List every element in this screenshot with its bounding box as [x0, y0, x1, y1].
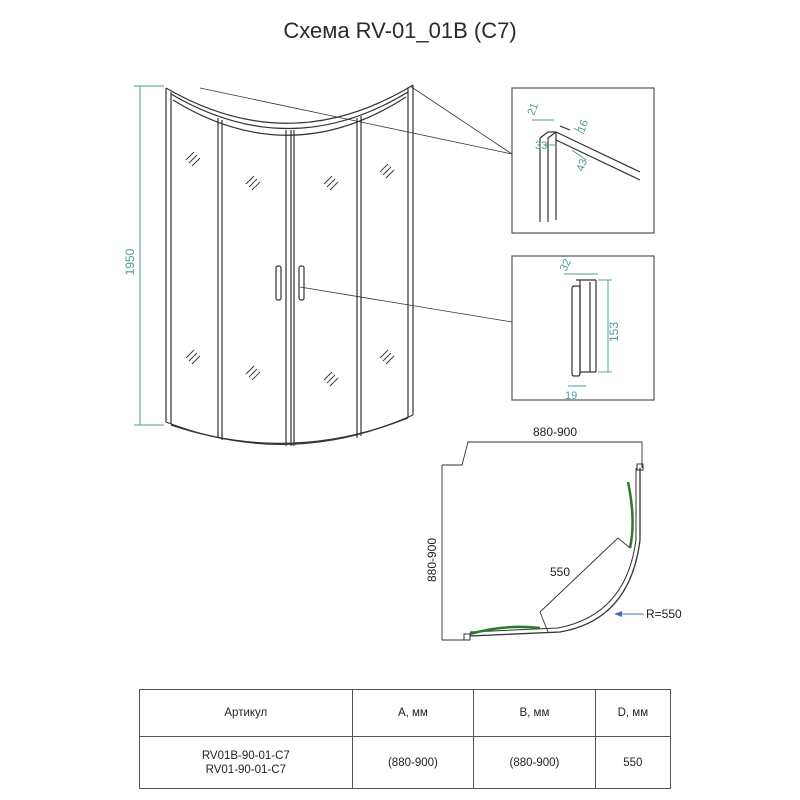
- header-d: D, мм: [594, 689, 672, 737]
- handle-detail: 32 153 19: [511, 255, 655, 402]
- table-row: RV01B-90-01-C7 RV01-90-01-C7 (880-900) (…: [139, 736, 672, 789]
- table-header-row: Артикул А, мм В, мм D, мм: [139, 689, 672, 737]
- cell-d: 550: [594, 736, 672, 789]
- cell-article: RV01B-90-01-C7 RV01-90-01-C7: [139, 736, 353, 789]
- profile-top-label: 21: [526, 101, 541, 117]
- header-b: В, мм: [473, 689, 596, 737]
- handle-depth-label: 19: [565, 390, 577, 402]
- page-title: Схема RV-01_01B (С7): [283, 18, 517, 43]
- plan-view: 880-900 880-900 550 R=550: [425, 425, 682, 641]
- header-a: А, мм: [351, 689, 475, 737]
- plan-radius-line-label: 550: [550, 565, 570, 579]
- plan-depth-label: 880-900: [425, 538, 439, 582]
- profile-depth-label: 33: [535, 140, 547, 152]
- elevation-view: [165, 84, 414, 446]
- handle-height-label: 153: [607, 322, 621, 342]
- profile-detail: 21 16 33 43: [511, 87, 655, 234]
- profile-angle-label: 43: [575, 157, 590, 173]
- header-article: Артикул: [139, 689, 353, 737]
- height-label: 1950: [123, 248, 137, 275]
- spec-table: Артикул А, мм В, мм D, мм RV01B-90-01-C7…: [139, 689, 672, 789]
- article-line-2: RV01-90-01-C7: [205, 763, 286, 776]
- plan-width-label: 880-900: [533, 425, 577, 439]
- handle-width-label: 32: [558, 257, 574, 273]
- height-dimension: [134, 85, 164, 426]
- cell-b: (880-900): [473, 736, 596, 789]
- profile-side-label: 16: [576, 118, 591, 134]
- article-line-1: RV01B-90-01-C7: [201, 749, 290, 762]
- leader-lines: [199, 85, 513, 323]
- plan-radius-label: R=550: [646, 607, 682, 621]
- cell-a: (880-900): [351, 736, 475, 789]
